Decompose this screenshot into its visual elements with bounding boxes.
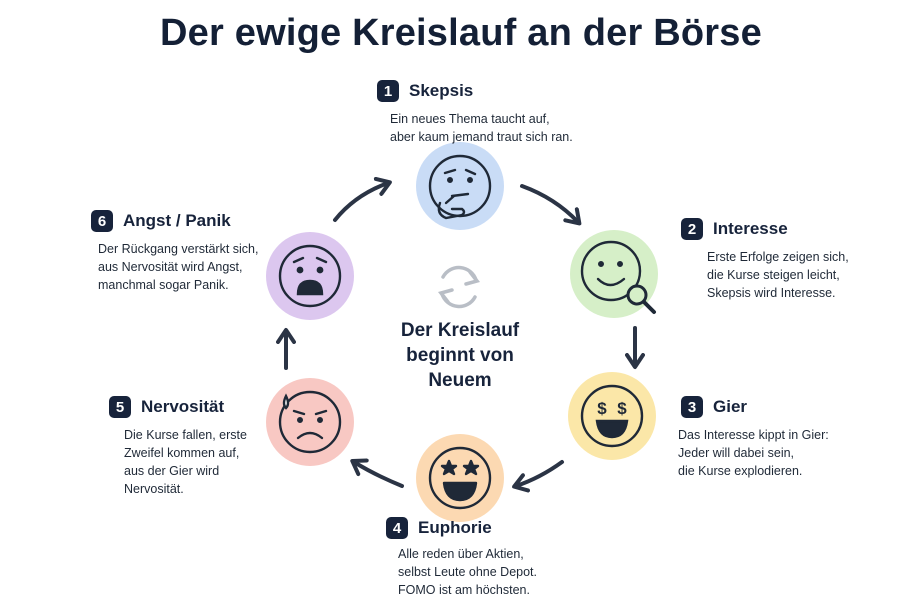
stage-description: Ein neues Thema taucht auf, aber kaum je… — [390, 112, 573, 144]
stage-number: 5 — [109, 396, 131, 418]
stage-title: Skepsis — [409, 81, 474, 100]
stage-number: 6 — [91, 210, 113, 232]
page-title: Der ewige Kreislauf an der Börse — [160, 12, 762, 54]
stage-description: Alle reden über Aktien, selbst Leute ohn… — [398, 547, 537, 597]
stage-title: Angst / Panik — [123, 211, 231, 230]
arrow-euphorie-to-nervositaet — [350, 458, 404, 488]
arrow-angst-to-skepsis — [333, 176, 392, 222]
stage-title: Euphorie — [418, 518, 492, 537]
stage-number: 1 — [377, 80, 399, 102]
center-label: Der Kreislauf beginnt von Neuem — [400, 320, 520, 391]
stage-title: Gier — [713, 397, 748, 416]
stage-description: Die Kurse fallen, erste Zweifel kommen a… — [124, 428, 247, 496]
refresh-cycle-icon — [438, 265, 480, 309]
arrow-gier-to-euphorie — [512, 460, 564, 493]
stage-euphorie: 4 Euphorie Alle reden über Aktien, selbs… — [386, 517, 537, 599]
stage-nervositaet: 5 Nervosität Die Kurse fallen, erste Zwe… — [109, 396, 247, 498]
stage-skepsis: 1 Skepsis Ein neues Thema taucht auf, ab… — [377, 80, 573, 146]
fearful-face-icon — [266, 232, 354, 320]
stage-gier: 3 Gier Das Interesse kippt in Gier: Jede… — [678, 396, 829, 480]
stage-description: Erste Erfolge zeigen sich, die Kurse ste… — [707, 250, 849, 300]
arrow-skepsis-to-interesse — [520, 184, 582, 226]
stage-interesse: 2 Interesse Erste Erfolge zeigen sich, d… — [681, 218, 849, 302]
stage-angst-panik: 6 Angst / Panik Der Rückgang verstärkt s… — [91, 210, 258, 294]
star-eyes-face-icon — [416, 434, 504, 522]
sweating-sad-face-icon — [266, 378, 354, 466]
stage-description: Der Rückgang verstärkt sich, aus Nervosi… — [98, 242, 259, 292]
thinking-face-icon — [416, 142, 504, 230]
stage-number: 4 — [386, 517, 408, 539]
stage-title: Nervosität — [141, 397, 225, 416]
smiling-face-magnifier-icon — [570, 230, 658, 318]
stage-description: Das Interesse kippt in Gier: Jeder will … — [678, 428, 829, 478]
stage-title: Interesse — [713, 219, 788, 238]
stage-number: 3 — [681, 396, 703, 418]
svg-text:$: $ — [597, 399, 607, 418]
svg-text:$: $ — [617, 399, 627, 418]
stage-number: 2 — [681, 218, 703, 240]
money-eyes-face-icon: $ $ — [568, 372, 656, 460]
